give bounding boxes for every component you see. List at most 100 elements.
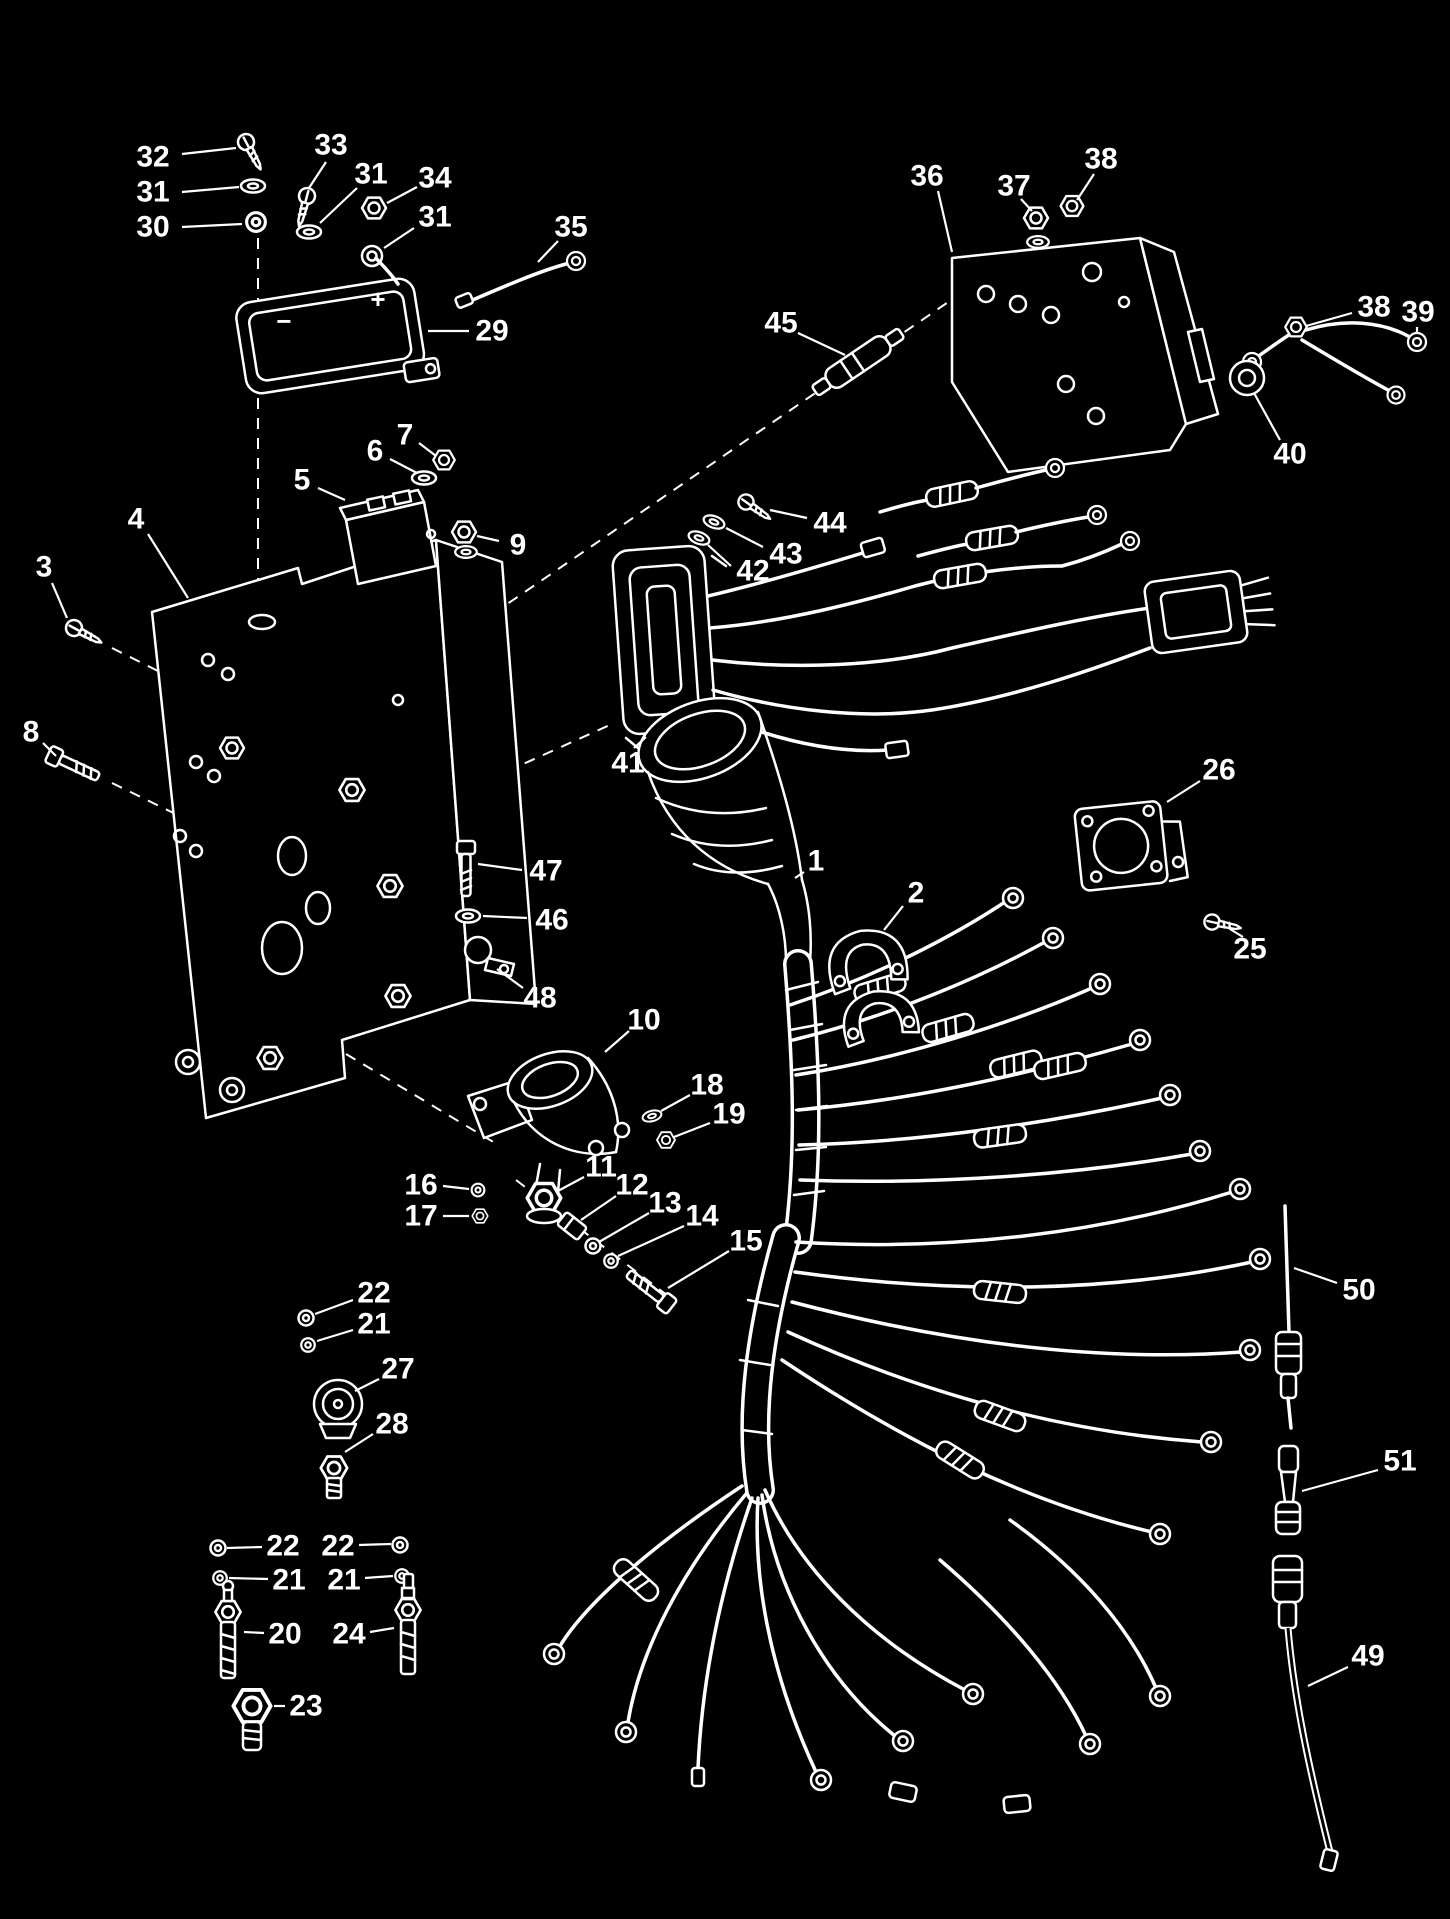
part-16-washer — [470, 1182, 486, 1198]
solenoid-part10 — [466, 1050, 631, 1194]
part-callout-38-10: 38 — [1084, 143, 1117, 176]
callout-leader-16-38 — [442, 1184, 470, 1191]
callout-leader-46-31 — [482, 914, 528, 920]
part-callout-43-21: 43 — [769, 538, 802, 571]
part-callout-17-40: 17 — [404, 1200, 437, 1233]
callout-leader-10-34 — [604, 1030, 630, 1053]
callout-leader-22-50 — [226, 1545, 263, 1550]
part-callout-48-33: 48 — [523, 982, 556, 1015]
callout-leader-1-29 — [794, 871, 805, 879]
power-pack-part29 — [235, 277, 441, 395]
part-callout-44-20: 44 — [813, 507, 847, 540]
callout-leader-38-11 — [1305, 311, 1353, 328]
part-12-spacer — [556, 1211, 588, 1241]
part-callout-26-27: 26 — [1202, 754, 1235, 787]
callout-leader-22-51 — [358, 1542, 392, 1547]
part-callout-33-3: 33 — [314, 129, 347, 162]
part-callout-31-4: 31 — [354, 158, 387, 191]
part-callout-51-49: 51 — [1383, 1445, 1416, 1478]
part-callout-36-8: 36 — [910, 160, 943, 193]
part-19-nut — [656, 1131, 676, 1149]
part-callout-27-46: 27 — [381, 1353, 414, 1386]
callout-leader-30-2 — [181, 222, 243, 229]
part-callout-5-18: 5 — [294, 464, 311, 497]
part-14-washer — [603, 1253, 619, 1269]
callout-leader-8-25 — [42, 742, 57, 757]
bracket-panel-part4 — [150, 538, 538, 1120]
part-callout-23-56: 23 — [289, 1690, 322, 1723]
part-22-washer — [209, 1539, 227, 1557]
part-7-nut — [432, 449, 456, 471]
part-callout-30-2: 30 — [136, 211, 169, 244]
part-callout-9-23: 9 — [510, 529, 527, 562]
callout-leader-15-43 — [667, 1250, 730, 1289]
callout-leader-14-42 — [617, 1224, 685, 1258]
clamp-hardware-column — [454, 839, 516, 978]
callout-leader-28-47 — [344, 1433, 374, 1453]
part-32-screw — [233, 129, 269, 175]
part-callout-21-52: 21 — [272, 1564, 305, 1597]
part-33-screw — [289, 184, 319, 230]
callout-leader-12-39 — [580, 1195, 617, 1221]
callout-leader-44-20 — [769, 508, 808, 520]
part-18-washer — [640, 1107, 664, 1125]
multi-pin-connector — [1143, 569, 1276, 655]
part-callout-21-45: 21 — [357, 1308, 390, 1341]
part-callout-6-16: 6 — [367, 435, 384, 468]
part-20-sender-stud — [214, 1579, 242, 1680]
cable-clamp-part2 — [828, 929, 921, 1048]
part-24-sender-stud — [394, 1572, 422, 1676]
part-callout-25-32: 25 — [1233, 933, 1266, 966]
part-8-bolt — [43, 744, 104, 787]
part-34-nut — [360, 196, 388, 220]
callout-leader-38-10 — [1076, 173, 1095, 201]
part-22-washer — [391, 1536, 409, 1554]
callout-leader-18-35 — [660, 1094, 691, 1112]
part-callout-20-54: 20 — [268, 1618, 301, 1651]
part-27-sender — [312, 1378, 364, 1440]
callout-leader-21-45 — [316, 1328, 354, 1343]
part-callout-41-26: 41 — [611, 747, 644, 780]
part-13-washer — [584, 1237, 602, 1255]
callout-leader-48-33 — [496, 968, 524, 989]
part-callout-18-35: 18 — [690, 1069, 723, 1102]
part-39-ring-terminal — [1406, 331, 1428, 353]
callout-leader-19-36 — [673, 1121, 711, 1139]
part-callout-46-31: 46 — [535, 904, 568, 937]
callout-leader-3-24 — [50, 582, 69, 619]
cable-assembly-part49 — [1271, 1554, 1339, 1873]
part-callout-45-14: 45 — [764, 307, 797, 340]
relay-part5 — [338, 488, 438, 586]
callout-leader-4-19 — [147, 533, 189, 599]
callout-leader-31-1 — [181, 185, 240, 194]
battery-minus-mark: − — [276, 306, 291, 336]
inline-connector-part45 — [811, 327, 905, 397]
callout-leader-32-0 — [181, 146, 237, 156]
callout-leader-22-44 — [314, 1298, 354, 1316]
callout-leader-5-18 — [317, 486, 346, 502]
part-28-plug — [319, 1455, 349, 1500]
lead-assembly-part50 — [1274, 1204, 1303, 1430]
part-17-nut — [471, 1208, 489, 1224]
part-callout-13-41: 13 — [648, 1187, 681, 1220]
part-38-nut — [1059, 194, 1085, 218]
part-48-clamp — [463, 935, 516, 978]
callout-leader-9-23 — [476, 534, 500, 543]
callout-leader-36-8 — [936, 190, 954, 253]
captive-nut — [384, 983, 412, 1009]
part-9-nut — [450, 520, 478, 544]
callout-leader-50-48 — [1293, 1266, 1338, 1285]
battery-plus-mark: + — [370, 284, 385, 314]
callout-leader-31-4 — [319, 187, 358, 224]
connector-parts-part51 — [1274, 1444, 1302, 1536]
part-callout-3-24: 3 — [36, 551, 53, 584]
mounting-plate-part36 — [950, 236, 1220, 474]
part-9-washer — [454, 545, 478, 559]
callout-leader-51-49 — [1301, 1468, 1379, 1493]
wiring-harness-part1 — [542, 696, 1272, 1815]
part-callout-50-48: 50 — [1342, 1274, 1375, 1307]
part-callout-14-42: 14 — [685, 1200, 719, 1233]
terminal-wires-right — [1228, 316, 1428, 405]
part-callout-34-5: 34 — [418, 162, 452, 195]
part-21-washer — [300, 1337, 316, 1353]
